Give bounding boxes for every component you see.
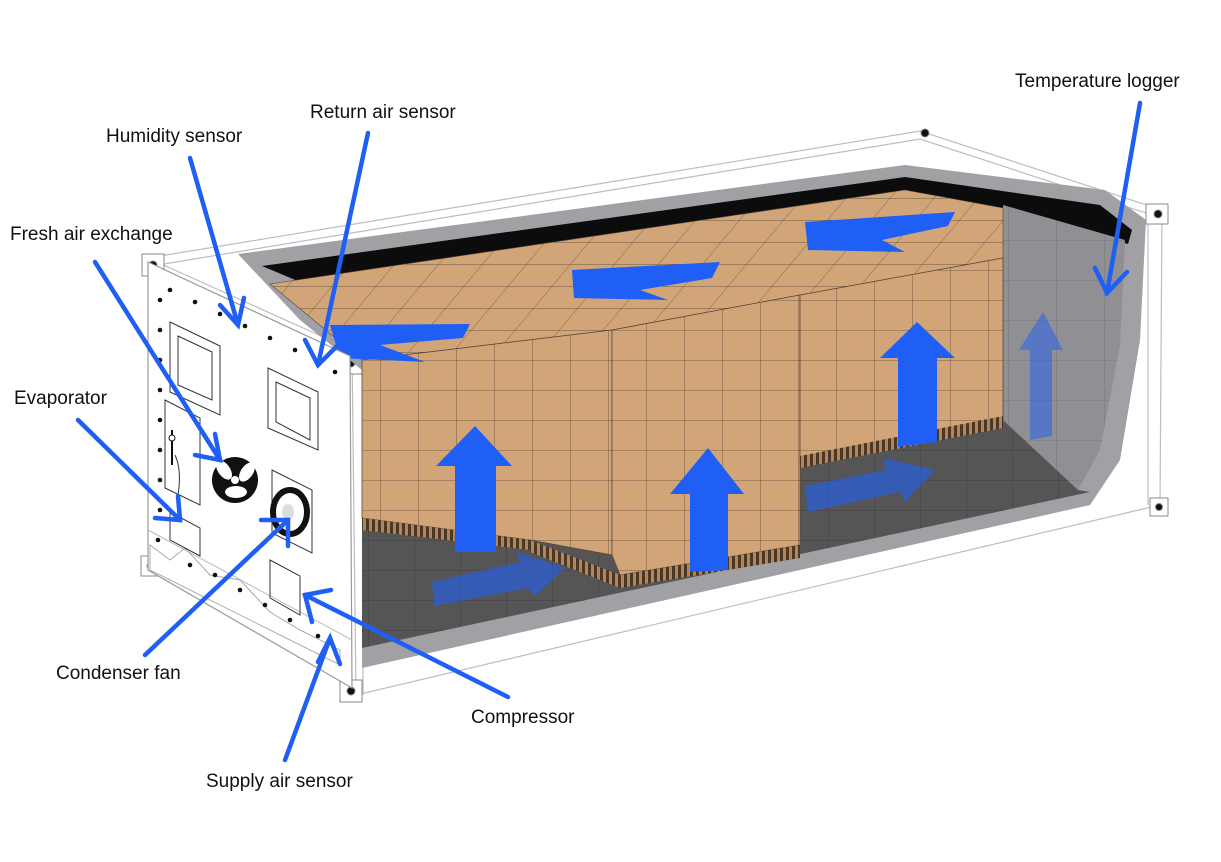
callout-arrows <box>75 100 1143 763</box>
label-supply-air-sensor: Supply air sensor <box>206 771 353 792</box>
label-fresh-air-exchange: Fresh air exchange <box>10 224 173 245</box>
airflow-arrow-up-4 <box>1019 312 1063 440</box>
airflow-arrow-floor-2 <box>805 458 935 512</box>
airflow-arrow-top-2 <box>572 262 720 300</box>
labels: Temperature logger Return air sensor Hum… <box>10 71 1180 792</box>
arrow-evaporator <box>75 417 183 523</box>
airflow-arrows <box>330 212 1063 606</box>
airflow-arrow-up-2 <box>670 448 744 572</box>
arrow-return-air-sensor <box>302 130 371 369</box>
airflow-arrow-up-3 <box>880 322 955 447</box>
label-humidity-sensor: Humidity sensor <box>106 126 243 147</box>
arrow-fresh-air-exchange <box>92 259 223 463</box>
arrow-condenser-fan <box>142 517 291 658</box>
airflow-arrow-up-1 <box>436 426 512 552</box>
airflow-arrow-floor-1 <box>432 552 565 606</box>
airflow-arrow-top-1 <box>330 324 470 362</box>
arrow-supply-air-sensor <box>282 632 343 763</box>
refrigeration-unit <box>147 261 353 690</box>
arrow-temperature-logger <box>1092 100 1143 297</box>
fan-icon <box>212 457 258 503</box>
label-condenser-fan: Condenser fan <box>56 663 181 684</box>
label-temperature-logger: Temperature logger <box>1015 71 1180 92</box>
label-compressor: Compressor <box>471 707 575 728</box>
airflow-arrow-top-3 <box>805 212 955 252</box>
label-return-air-sensor: Return air sensor <box>310 102 456 123</box>
label-evaporator: Evaporator <box>14 388 108 409</box>
arrow-humidity-sensor <box>187 155 247 330</box>
arrow-compressor <box>302 587 511 700</box>
